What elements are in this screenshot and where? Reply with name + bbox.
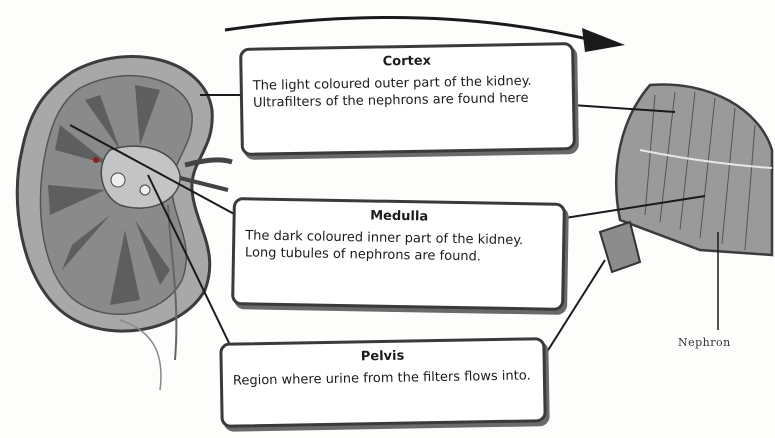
medulla-description: The dark coloured inner part of the kidn… — [245, 227, 553, 266]
pelvis-callout: Pelvis Region where urine from the filte… — [219, 337, 546, 428]
kidney-cross-section — [17, 57, 232, 390]
nephron-label: Nephron — [678, 336, 731, 349]
cortex-callout: Cortex The light coloured outer part of … — [239, 42, 576, 156]
medulla-callout: Medulla The dark coloured inner part of … — [231, 197, 566, 311]
cortex-title: Cortex — [252, 51, 561, 71]
cortex-description: The light coloured outer part of the kid… — [253, 72, 563, 111]
medulla-title: Medulla — [246, 206, 553, 226]
pelvis-description: Region where urine from the filters flow… — [233, 367, 533, 389]
pelvis-title: Pelvis — [232, 346, 532, 366]
nephron-wedge — [600, 84, 772, 330]
